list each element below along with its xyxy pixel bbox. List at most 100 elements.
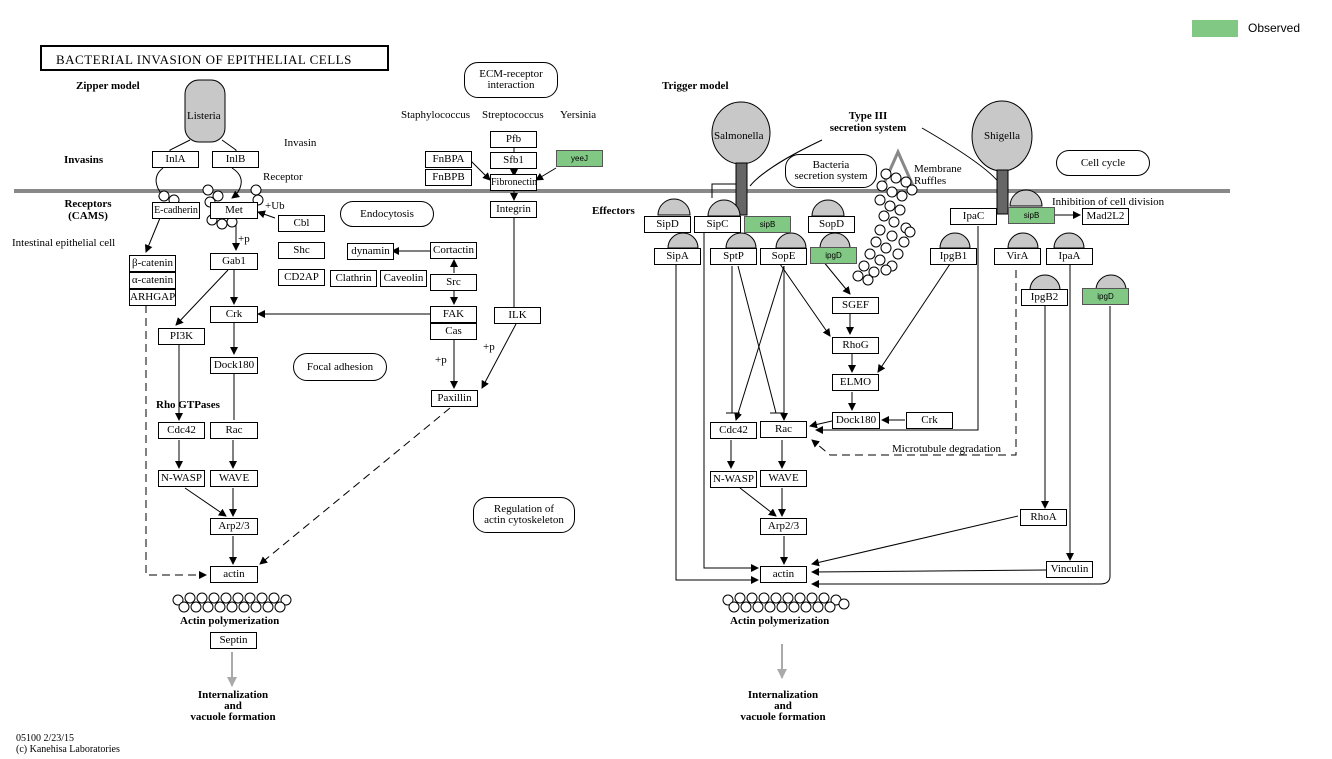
gene-vira[interactable]: VirA [994, 248, 1041, 265]
gene-sgef[interactable]: SGEF [832, 297, 879, 314]
gene-pfb[interactable]: Pfb [490, 131, 537, 148]
internalization-left: Internalization and vacuole formation [190, 689, 276, 723]
gene-inla[interactable]: InlA [152, 151, 199, 168]
membrane-ruffles-label: Membrane Ruffles [914, 163, 962, 187]
focal-adhesion-link[interactable]: Focal adhesion [293, 353, 387, 381]
gene-arp23-left[interactable]: Arp2/3 [210, 518, 258, 535]
gene-wave-right[interactable]: WAVE [760, 470, 807, 487]
gene-ipgb2[interactable]: IpgB2 [1021, 289, 1068, 306]
gene-sipa[interactable]: SipA [654, 248, 701, 265]
gene-integrin[interactable]: Integrin [490, 201, 537, 218]
actin-filament-right [722, 592, 850, 613]
gene-src[interactable]: Src [430, 274, 477, 291]
endocytosis-link[interactable]: Endocytosis [340, 201, 434, 227]
gene-rhog[interactable]: RhoG [832, 337, 879, 354]
gene-sope[interactable]: SopE [760, 248, 807, 265]
ecm-receptor-link[interactable]: ECM-receptor interaction [464, 62, 558, 98]
streptococcus-label: Streptococcus [482, 109, 544, 121]
gene-sfb1[interactable]: Sfb1 [490, 152, 537, 169]
gene-paxillin[interactable]: Paxillin [431, 390, 478, 407]
gene-crk-left[interactable]: Crk [210, 306, 258, 323]
gene-actin-right[interactable]: actin [760, 566, 807, 583]
listeria-label: Listeria [187, 110, 221, 122]
gene-arhgap[interactable]: ARHGAP [129, 289, 176, 306]
gene-nwasp-right[interactable]: N-WASP [710, 471, 757, 488]
gene-sipd[interactable]: SipD [644, 216, 691, 233]
gene-actin-left[interactable]: actin [210, 566, 258, 583]
shigella-label: Shigella [984, 130, 1021, 142]
gene-rac-left[interactable]: Rac [210, 422, 258, 439]
legend-label: Observed [1248, 21, 1301, 35]
gene-ipgb1[interactable]: IpgB1 [930, 248, 977, 265]
phospho-annotation-met: +p [238, 233, 250, 245]
diagram-title: BACTERIAL INVASION OF EPITHELIAL CELLS [40, 45, 389, 71]
bacteria-secretion-link[interactable]: Bacteria secretion system [785, 154, 877, 188]
gene-caveolin[interactable]: Caveolin [380, 270, 427, 287]
gene-inlb[interactable]: InlB [212, 151, 259, 168]
gene-cdc42-left[interactable]: Cdc42 [158, 422, 205, 439]
gene-fnbpa[interactable]: FnBPA [425, 151, 472, 168]
gene-rac-right[interactable]: Rac [760, 421, 807, 438]
gene-beta-catenin[interactable]: β-catenin [129, 255, 176, 272]
gene-sipb-observed-2[interactable]: sipB [1008, 207, 1055, 224]
gene-ecadherin[interactable]: E-cadherin [152, 202, 200, 219]
footer-copyright: (c) Kanehisa Laboratories [16, 744, 120, 755]
gene-ipac[interactable]: IpaC [950, 208, 997, 225]
actin-polymerization-right: Actin polymerization [730, 615, 830, 627]
gene-fak[interactable]: FAK [430, 306, 477, 323]
legend-swatch [1192, 20, 1238, 37]
regulation-actin-link[interactable]: Regulation of actin cytoskeleton [473, 497, 575, 533]
gene-sptp[interactable]: SptP [710, 248, 757, 265]
gene-ipaa[interactable]: IpaA [1046, 248, 1093, 265]
rho-gtpases-label: Rho GTPases [156, 399, 220, 411]
gene-met[interactable]: Met [210, 202, 258, 219]
gene-fibronectin[interactable]: Fibronectin [490, 174, 537, 191]
gene-clathrin[interactable]: Clathrin [330, 270, 377, 287]
gene-fnbpb[interactable]: FnBPB [425, 169, 472, 186]
gene-mad2l2[interactable]: Mad2L2 [1082, 208, 1129, 225]
inhibition-label: Inhibition of cell division [1052, 196, 1165, 208]
effectors-label: Effectors [592, 205, 635, 217]
receptor-annotation: Receptor [263, 171, 303, 183]
cell-cycle-link[interactable]: Cell cycle [1056, 150, 1150, 176]
gene-wave-left[interactable]: WAVE [210, 470, 258, 487]
gene-sipb-observed-1[interactable]: sipB [744, 216, 791, 233]
gene-cortactin[interactable]: Cortactin [430, 242, 477, 259]
gene-septin[interactable]: Septin [210, 632, 257, 649]
phospho-annotation-ilk: +p [483, 341, 495, 353]
gene-alpha-catenin[interactable]: α-catenin [129, 272, 176, 289]
gene-cbl[interactable]: Cbl [278, 215, 325, 232]
gene-pi3k[interactable]: PI3K [158, 328, 205, 345]
gene-yeej-observed[interactable]: yeeJ [556, 150, 603, 167]
phospho-annotation-fak: +p [435, 354, 447, 366]
intestinal-cell-label: Intestinal epithelial cell [12, 237, 116, 249]
gene-sopd[interactable]: SopD [808, 216, 855, 233]
gene-ipgd-observed-1[interactable]: ipgD [810, 247, 857, 264]
gene-cdc42-right[interactable]: Cdc42 [710, 422, 757, 439]
gene-arp23-right[interactable]: Arp2/3 [760, 518, 807, 535]
gene-dock180-right[interactable]: Dock180 [832, 412, 880, 429]
actin-filament-left [172, 592, 292, 613]
invasins-label: Invasins [64, 154, 104, 166]
gene-rhoa[interactable]: RhoA [1020, 509, 1067, 526]
receptors-label: Receptors (CAMS) [64, 198, 112, 222]
zipper-model-label: Zipper model [76, 80, 140, 92]
shigella-needle [996, 169, 1009, 215]
gene-vinculin[interactable]: Vinculin [1046, 561, 1093, 578]
gene-ilk[interactable]: ILK [494, 307, 541, 324]
gene-dynamin[interactable]: dynamin [347, 243, 394, 260]
gene-cd2ap[interactable]: CD2AP [278, 269, 325, 286]
salmonella-label: Salmonella [714, 130, 764, 142]
gene-gab1[interactable]: Gab1 [210, 253, 258, 270]
gene-shc[interactable]: Shc [278, 242, 325, 259]
gene-elmo[interactable]: ELMO [832, 374, 879, 391]
gene-dock180-left[interactable]: Dock180 [210, 357, 258, 374]
gene-sipc[interactable]: SipC [694, 216, 741, 233]
gene-crk-right[interactable]: Crk [906, 412, 953, 429]
footer-id: 05100 2/23/15 [16, 733, 75, 744]
gene-cas[interactable]: Cas [430, 323, 477, 340]
gene-nwasp-left[interactable]: N-WASP [158, 470, 205, 487]
microtubule-label: Microtubule degradation [892, 443, 1002, 455]
trigger-model-label: Trigger model [662, 80, 729, 92]
gene-ipgd-observed-2[interactable]: ipgD [1082, 288, 1129, 305]
